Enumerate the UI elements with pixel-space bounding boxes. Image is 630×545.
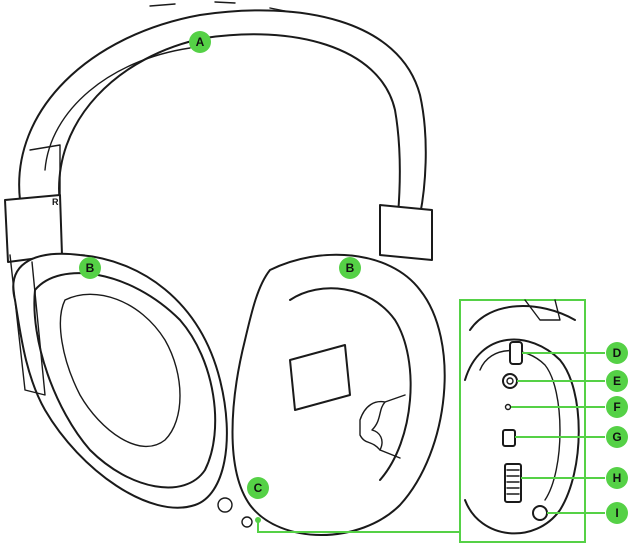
- usb-port: [510, 342, 522, 364]
- callout-g: G: [606, 426, 628, 448]
- callout-a: A: [189, 31, 211, 53]
- callout-b-left: B: [79, 257, 101, 279]
- inset-callout-leaders: [511, 353, 605, 513]
- callout-f: F: [606, 396, 628, 418]
- callout-h: H: [606, 467, 628, 489]
- callout-i: I: [606, 502, 628, 524]
- svg-text:H: H: [613, 471, 622, 485]
- left-earcup: [10, 254, 227, 508]
- svg-text:I: I: [615, 506, 618, 520]
- inset-leader-dot: [255, 517, 261, 523]
- svg-text:D: D: [613, 346, 622, 360]
- mic-hole: [506, 405, 511, 410]
- callout-b-right: B: [339, 257, 361, 279]
- svg-text:E: E: [613, 374, 621, 388]
- svg-text:A: A: [196, 35, 205, 49]
- svg-text:G: G: [612, 430, 621, 444]
- callout-e: E: [606, 370, 628, 392]
- mode-switch: [503, 430, 515, 446]
- headband-r-mark: R: [52, 197, 59, 207]
- power-button: [533, 506, 547, 520]
- headband: R: [5, 2, 432, 262]
- audio-jack: [503, 374, 517, 388]
- svg-text:B: B: [86, 261, 95, 275]
- port-detail-inset: [460, 300, 585, 542]
- svg-text:C: C: [254, 481, 263, 495]
- svg-text:B: B: [346, 261, 355, 275]
- callout-c: C: [247, 477, 269, 499]
- callout-d: D: [606, 342, 628, 364]
- svg-text:F: F: [613, 400, 620, 414]
